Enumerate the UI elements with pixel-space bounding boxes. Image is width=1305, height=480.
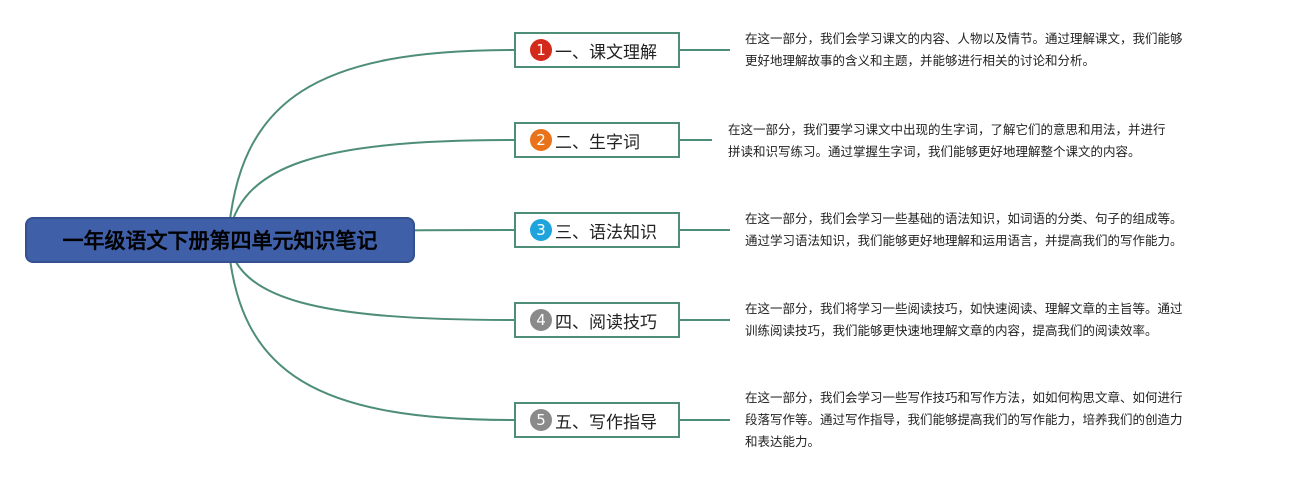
number-badge-icon: 1 — [530, 39, 552, 61]
description-line: 训练阅读技巧，我们能够更快速地理解文章的内容，提高我们的阅读效率。 — [745, 323, 1158, 338]
branch-topic-label: 四、阅读技巧 — [555, 312, 657, 333]
description-line: 在这一部分，我们会学习课文的内容、人物以及情节。通过理解课文，我们能够 — [745, 31, 1183, 46]
branch-topic-5[interactable]: 5 五、写作指导 — [514, 402, 680, 438]
branch-connector-2 — [227, 139, 515, 241]
description-line: 在这一部分，我们将学习一些阅读技巧，如快速阅读、理解文章的主旨等。通过 — [745, 301, 1183, 316]
number-badge-icon: 5 — [530, 409, 552, 431]
root-topic[interactable]: 一年级语文下册第四单元知识笔记 — [25, 217, 415, 263]
branch-topic-4[interactable]: 4 四、阅读技巧 — [514, 302, 680, 338]
description-line: 段落写作等。通过写作指导，我们能够提高我们的写作能力，培养我们的创造力 — [745, 412, 1183, 427]
description-line: 更好地理解故事的含义和主题，并能够进行相关的讨论和分析。 — [745, 53, 1096, 68]
branch-topic-3[interactable]: 3 三、语法知识 — [514, 212, 680, 248]
branch-topic-label: 五、写作指导 — [555, 412, 657, 433]
branch-connector-1 — [227, 49, 515, 241]
branch-description-1: 在这一部分，我们会学习课文的内容、人物以及情节。通过理解课文，我们能够 更好地理… — [745, 28, 1245, 72]
branch-topic-label: 三、语法知识 — [555, 222, 657, 243]
branch-topic-label: 一、课文理解 — [555, 42, 657, 63]
branch-description-3: 在这一部分，我们会学习一些基础的语法知识，如词语的分类、句子的组成等。 通过学习… — [745, 208, 1245, 252]
branch-topic-1[interactable]: 1 一、课文理解 — [514, 32, 680, 68]
description-line: 通过学习语法知识，我们能够更好地理解和运用语言，并提高我们的写作能力。 — [745, 233, 1183, 248]
branch-description-5: 在这一部分，我们会学习一些写作技巧和写作方法，如如何构思文章、如何进行 段落写作… — [745, 387, 1245, 453]
number-badge-icon: 3 — [530, 219, 552, 241]
branch-connector-5 — [227, 239, 515, 421]
description-line: 和表达能力。 — [745, 434, 821, 449]
description-line: 在这一部分，我们会学习一些基础的语法知识，如词语的分类、句子的组成等。 — [745, 211, 1183, 226]
number-badge-icon: 4 — [530, 309, 552, 331]
number-badge-icon: 2 — [530, 129, 552, 151]
description-line: 在这一部分，我们要学习课文中出现的生字词，了解它们的意思和用法，并进行 — [728, 122, 1166, 137]
branch-topic-label: 二、生字词 — [555, 132, 640, 153]
description-line: 在这一部分，我们会学习一些写作技巧和写作方法，如如何构思文章、如何进行 — [745, 390, 1183, 405]
root-topic-label: 一年级语文下册第四单元知识笔记 — [62, 229, 378, 253]
branch-topic-2[interactable]: 2 二、生字词 — [514, 122, 680, 158]
branch-description-4: 在这一部分，我们将学习一些阅读技巧，如快速阅读、理解文章的主旨等。通过 训练阅读… — [745, 298, 1245, 342]
description-line: 拼读和识写练习。通过掌握生字词，我们能够更好地理解整个课文的内容。 — [728, 144, 1141, 159]
branch-description-2: 在这一部分，我们要学习课文中出现的生字词，了解它们的意思和用法，并进行 拼读和识… — [728, 119, 1228, 163]
